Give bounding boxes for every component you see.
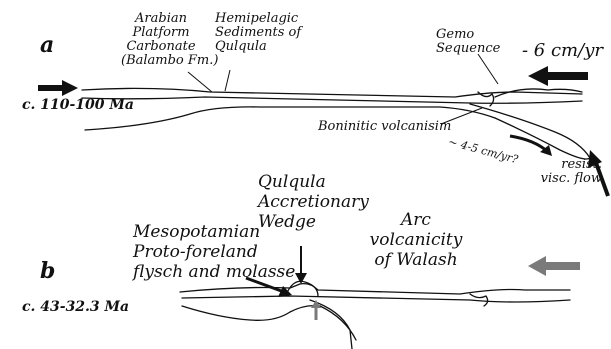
- label-rate-top: - 6 cm/yr: [522, 42, 603, 60]
- b-grey-left-arrow: [528, 256, 580, 276]
- b-upper-surface: [180, 284, 570, 294]
- a-boninitic-feature: [478, 92, 494, 106]
- mesopotamian-line-2: Proto-foreland: [133, 242, 295, 262]
- label-arc-volcanicity: Arc volcanicity of Walash: [366, 210, 466, 270]
- label-resist: resist. visc. flow: [530, 158, 602, 186]
- hemipelagic-line-1: Hemipelagic: [215, 12, 301, 26]
- mesopotamian-line-3: flysch and molasse: [133, 262, 295, 282]
- gemo-line-1: Gemo: [436, 28, 500, 42]
- arabian-line-1: Arabian: [121, 12, 201, 26]
- panel-b-letter: b: [40, 260, 55, 282]
- resist-line-2: visc. flow: [530, 172, 602, 186]
- a-arrow-right: [38, 80, 78, 96]
- resist-line-1: resist.: [530, 158, 602, 172]
- panel-a-age: c. 110-100 Ma: [22, 98, 134, 112]
- arc-line-1: Arc: [366, 210, 466, 230]
- gemo-line-2: Sequence: [436, 42, 500, 56]
- a-crust-line: [82, 97, 582, 103]
- qulqula-line-2: Accretionary: [258, 192, 369, 212]
- hemipelagic-line-3: Qulqula: [215, 40, 301, 54]
- arc-line-3: of Walash: [366, 250, 466, 270]
- arabian-line-2: Platform: [121, 26, 201, 40]
- qulqula-line-1: Qulqula: [258, 172, 369, 192]
- a-arrow-left: [528, 66, 588, 86]
- panel-b-age: c. 43-32.3 Ma: [22, 300, 129, 314]
- mesopotamian-line-1: Mesopotamian: [133, 222, 295, 242]
- b-crust-line: [182, 296, 570, 302]
- label-arabian-platform: Arabian Platform Carbonate (Balambo Fm.): [121, 12, 201, 68]
- hemipelagic-line-2: Sediments of: [215, 26, 301, 40]
- label-gemo: Gemo Sequence: [436, 28, 500, 56]
- arabian-line-4: (Balambo Fm.): [121, 54, 201, 68]
- panel-a-letter: a: [40, 34, 54, 56]
- label-boninitic: Boninitic volcanisim: [318, 120, 451, 134]
- b-plate-base: [182, 306, 320, 321]
- arc-line-2: volcanicity: [366, 230, 466, 250]
- arabian-line-3: Carbonate: [121, 40, 201, 54]
- label-hemipelagic: Hemipelagic Sediments of Qulqula: [215, 12, 301, 54]
- label-mesopotamian: Mesopotamian Proto-foreland flysch and m…: [133, 222, 295, 282]
- a-slab-arrow: [510, 136, 548, 152]
